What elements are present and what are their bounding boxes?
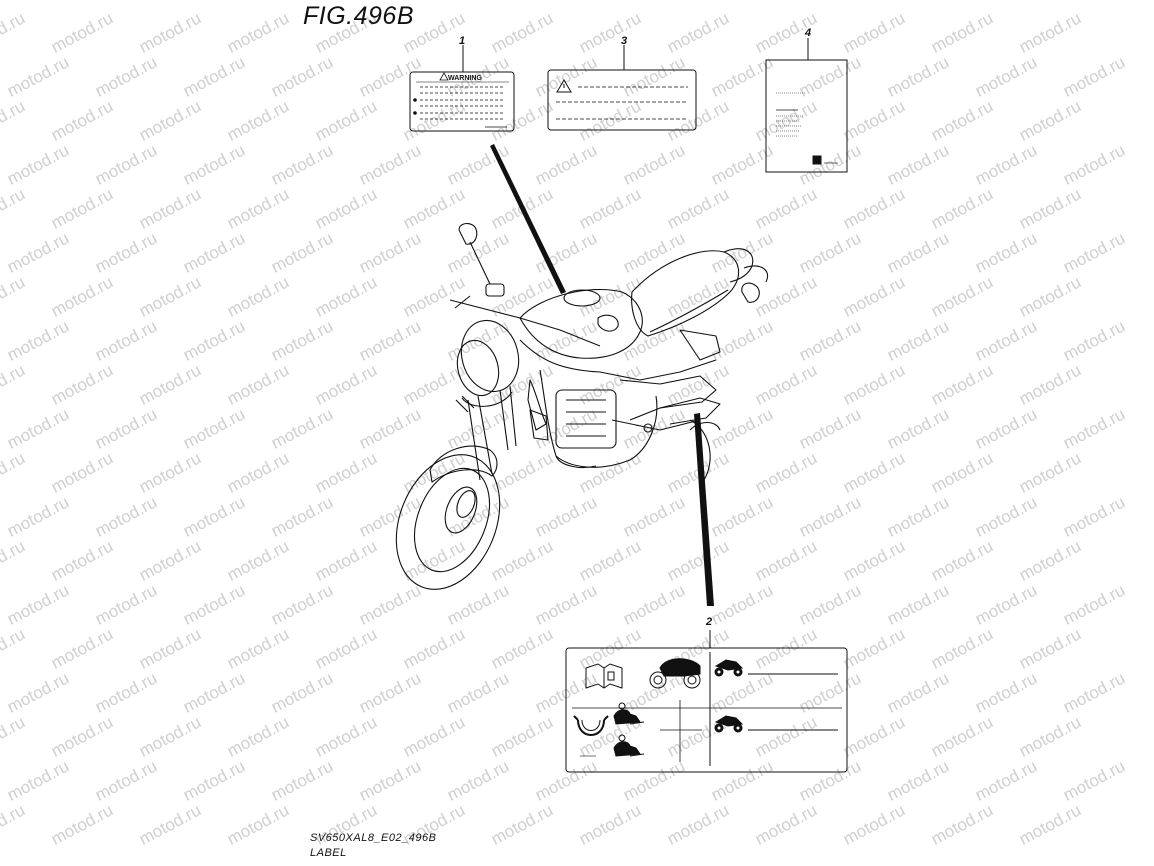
leader-2 (694, 413, 714, 606)
leader-1 (490, 144, 566, 294)
label-1-warning (409, 45, 515, 132)
callout-3: 3 (621, 35, 628, 47)
callout-1: 1 (459, 35, 466, 47)
label-2-pictogram (565, 630, 848, 773)
label-3-caution (547, 45, 697, 131)
figure-caption: LABEL (310, 847, 347, 859)
figure-code: SV650XAL8_E02_496B (310, 832, 437, 844)
warning-heading: WARNING (448, 75, 482, 82)
callout-4: 4 (805, 27, 812, 39)
label-4-info (765, 38, 848, 173)
motorcycle-illustration (395, 223, 768, 590)
figure-title: FIG.496B (303, 2, 414, 30)
callout-2: 2 (706, 616, 713, 628)
